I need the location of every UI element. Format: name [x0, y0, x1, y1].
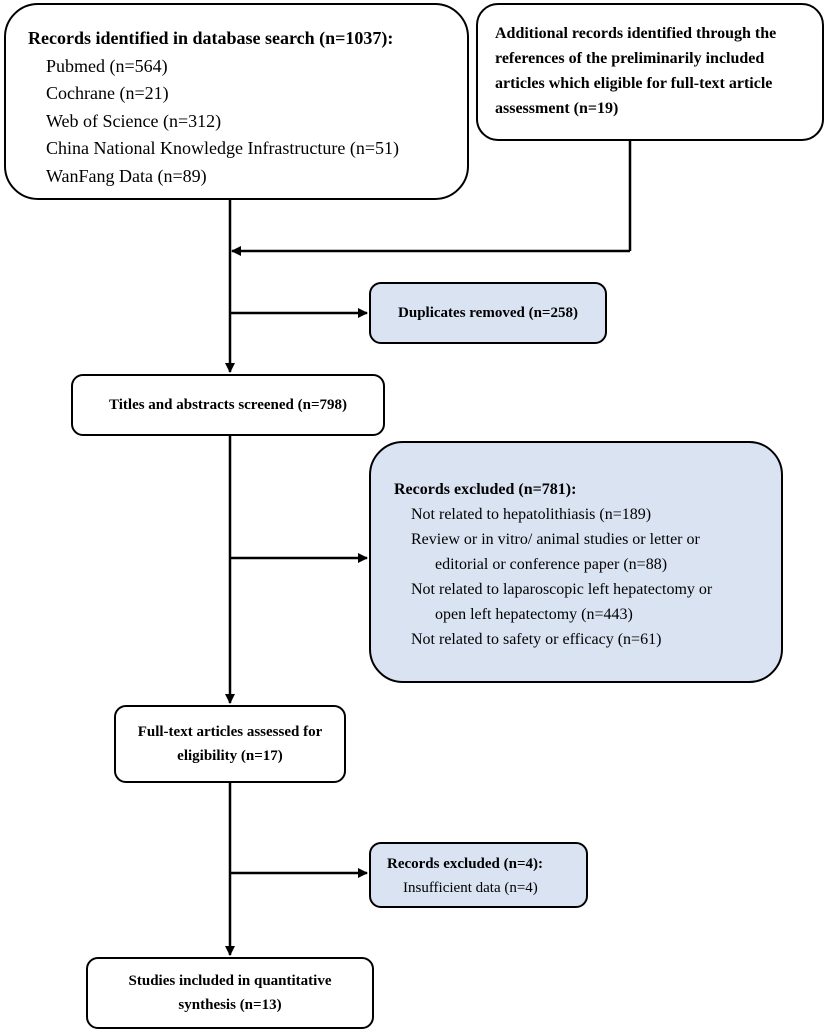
- screened-label: Titles and abstracts screened (n=798): [109, 397, 347, 413]
- additional-records-line-2: references of the preliminarily included: [495, 50, 765, 67]
- excluded-fulltext-box: Records excluded (n=4): Insufficient dat…: [369, 842, 588, 908]
- database-source-pubmed: Pubmed (n=564): [46, 55, 168, 76]
- included-line-2: synthesis (n=13): [178, 997, 282, 1013]
- exclusion-reason-1: Not related to hepatolithiasis (n=189): [411, 506, 652, 523]
- duplicates-removed-box: Duplicates removed (n=258): [369, 282, 607, 344]
- database-source-cnki: China National Knowledge Infrastructure …: [46, 138, 400, 158]
- database-search-box: Records identified in database search (n…: [4, 3, 469, 200]
- additional-records-box: Additional records identified through th…: [476, 3, 824, 141]
- additional-records-line-3: articles which eligible for full-text ar…: [495, 75, 773, 92]
- database-source-cochrane: Cochrane (n=21): [46, 83, 169, 103]
- database-source-wanfang: WanFang Data (n=89): [46, 165, 207, 186]
- included-box: Studies included in quantitative synthes…: [86, 957, 374, 1029]
- additional-records-line-1: Additional records identified through th…: [495, 25, 777, 42]
- fulltext-line-1: Full-text articles assessed for: [137, 724, 323, 740]
- exclusion-reason-3: Not related to laparoscopic left hepatec…: [411, 581, 713, 598]
- database-source-web-of-science: Web of Science (n=312): [46, 110, 222, 131]
- fulltext-line-2: eligibility (n=17): [177, 748, 283, 764]
- exclusion-reason-2-cont: editorial or conference paper (n=88): [435, 556, 668, 573]
- screened-box: Titles and abstracts screened (n=798): [71, 374, 385, 436]
- fulltext-box: Full-text articles assessed for eligibil…: [114, 705, 346, 783]
- excluded-screen-box: Records excluded (n=781): Not related to…: [369, 441, 783, 683]
- exclusion-reason-2: Review or in vitro/ animal studies or le…: [411, 531, 700, 548]
- database-search-title: Records identified in database search (n…: [28, 28, 394, 48]
- excluded-screen-title: Records excluded (n=781):: [394, 481, 577, 498]
- exclusion-reason-4: Not related to safety or efficacy (n=61): [411, 631, 662, 648]
- exclusion-reason-3-cont: open left hepatectomy (n=443): [435, 606, 633, 623]
- excluded-fulltext-reason: Insufficient data (n=4): [403, 880, 538, 896]
- excluded-fulltext-title: Records excluded (n=4):: [387, 856, 544, 872]
- additional-records-line-4: assessment (n=19): [495, 100, 619, 117]
- included-line-1: Studies included in quantitative: [128, 973, 332, 989]
- duplicates-removed-label: Duplicates removed (n=258): [398, 305, 578, 321]
